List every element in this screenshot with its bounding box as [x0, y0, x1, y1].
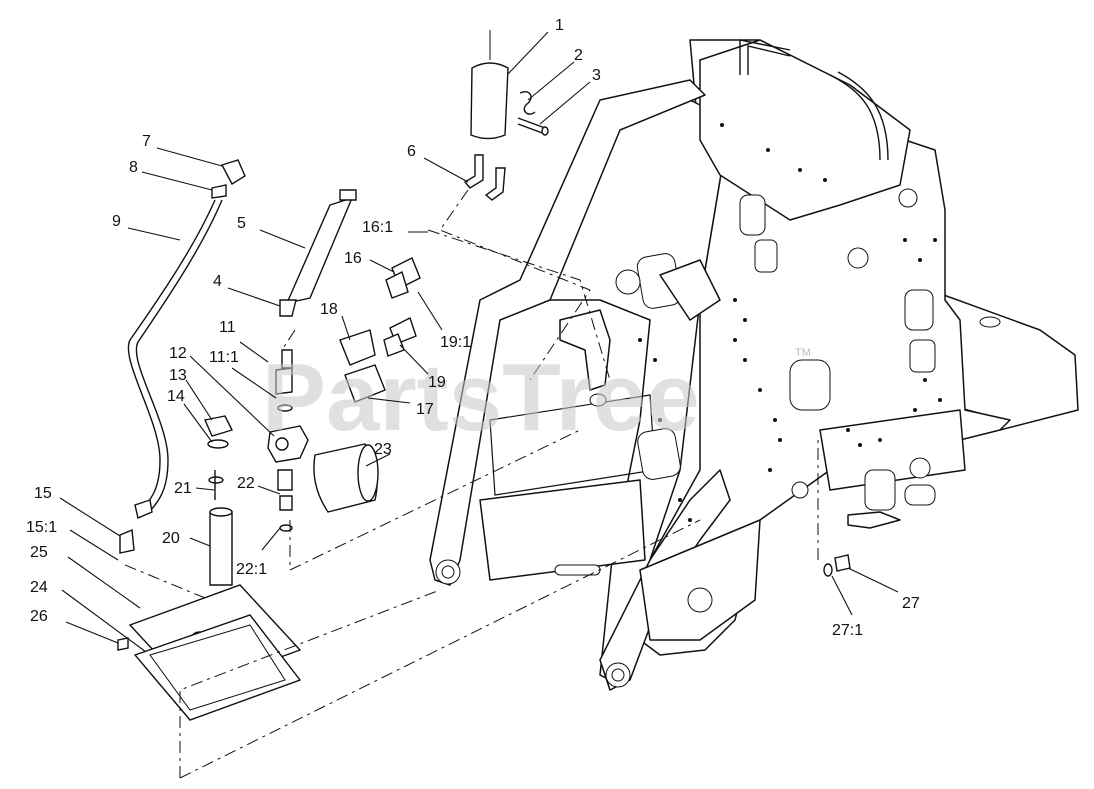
callout-15: 15 [34, 485, 52, 502]
callout-8: 8 [129, 159, 138, 176]
callout-18: 18 [320, 301, 338, 318]
callout-19-1: 19:1 [440, 334, 471, 351]
callout-23: 23 [374, 441, 392, 458]
callout-20: 20 [162, 530, 180, 547]
callout-1: 1 [555, 17, 564, 34]
callout-26: 26 [30, 608, 48, 625]
callout-11: 11 [219, 319, 236, 336]
callout-15-1: 15:1 [26, 519, 57, 536]
callout-3: 3 [592, 67, 601, 84]
watermark: PartsTree [262, 344, 700, 451]
callout-2: 2 [574, 47, 583, 64]
callout-4: 4 [213, 273, 222, 290]
watermark-trademark: TM [795, 347, 811, 359]
parts-exploded-view [117, 30, 851, 779]
callout-27-1: 27:1 [832, 622, 863, 639]
tube-part [209, 511, 233, 586]
callout-19: 19 [428, 374, 446, 391]
callout-24: 24 [30, 579, 48, 596]
callout-11-1: 11:1 [209, 349, 239, 366]
leader-lines [59, 31, 899, 653]
callout-16: 16 [344, 250, 362, 267]
callout-27: 27 [902, 595, 920, 612]
callout-6: 6 [407, 143, 416, 160]
gasket-part [133, 614, 302, 721]
callout-14: 14 [167, 388, 185, 405]
callout-5: 5 [237, 215, 246, 232]
cylinder-part [285, 196, 354, 304]
callout-21: 21 [174, 480, 192, 497]
callout-9: 9 [112, 213, 121, 230]
callout-22: 22 [237, 475, 255, 492]
callout-labels: 1 2 3 4 5 6 7 8 9 11 11:1 12 13 14 15 15… [26, 17, 920, 639]
callout-17: 17 [416, 401, 434, 418]
sleeve-part [470, 62, 509, 140]
callout-13: 13 [169, 367, 187, 384]
bolt-holes [638, 123, 942, 522]
callout-22-1: 22:1 [236, 561, 267, 578]
callout-7: 7 [142, 133, 151, 150]
callout-16-1: 16:1 [362, 219, 393, 236]
callout-25: 25 [30, 544, 48, 561]
callout-12: 12 [169, 345, 187, 362]
machine-frame [429, 39, 1079, 691]
